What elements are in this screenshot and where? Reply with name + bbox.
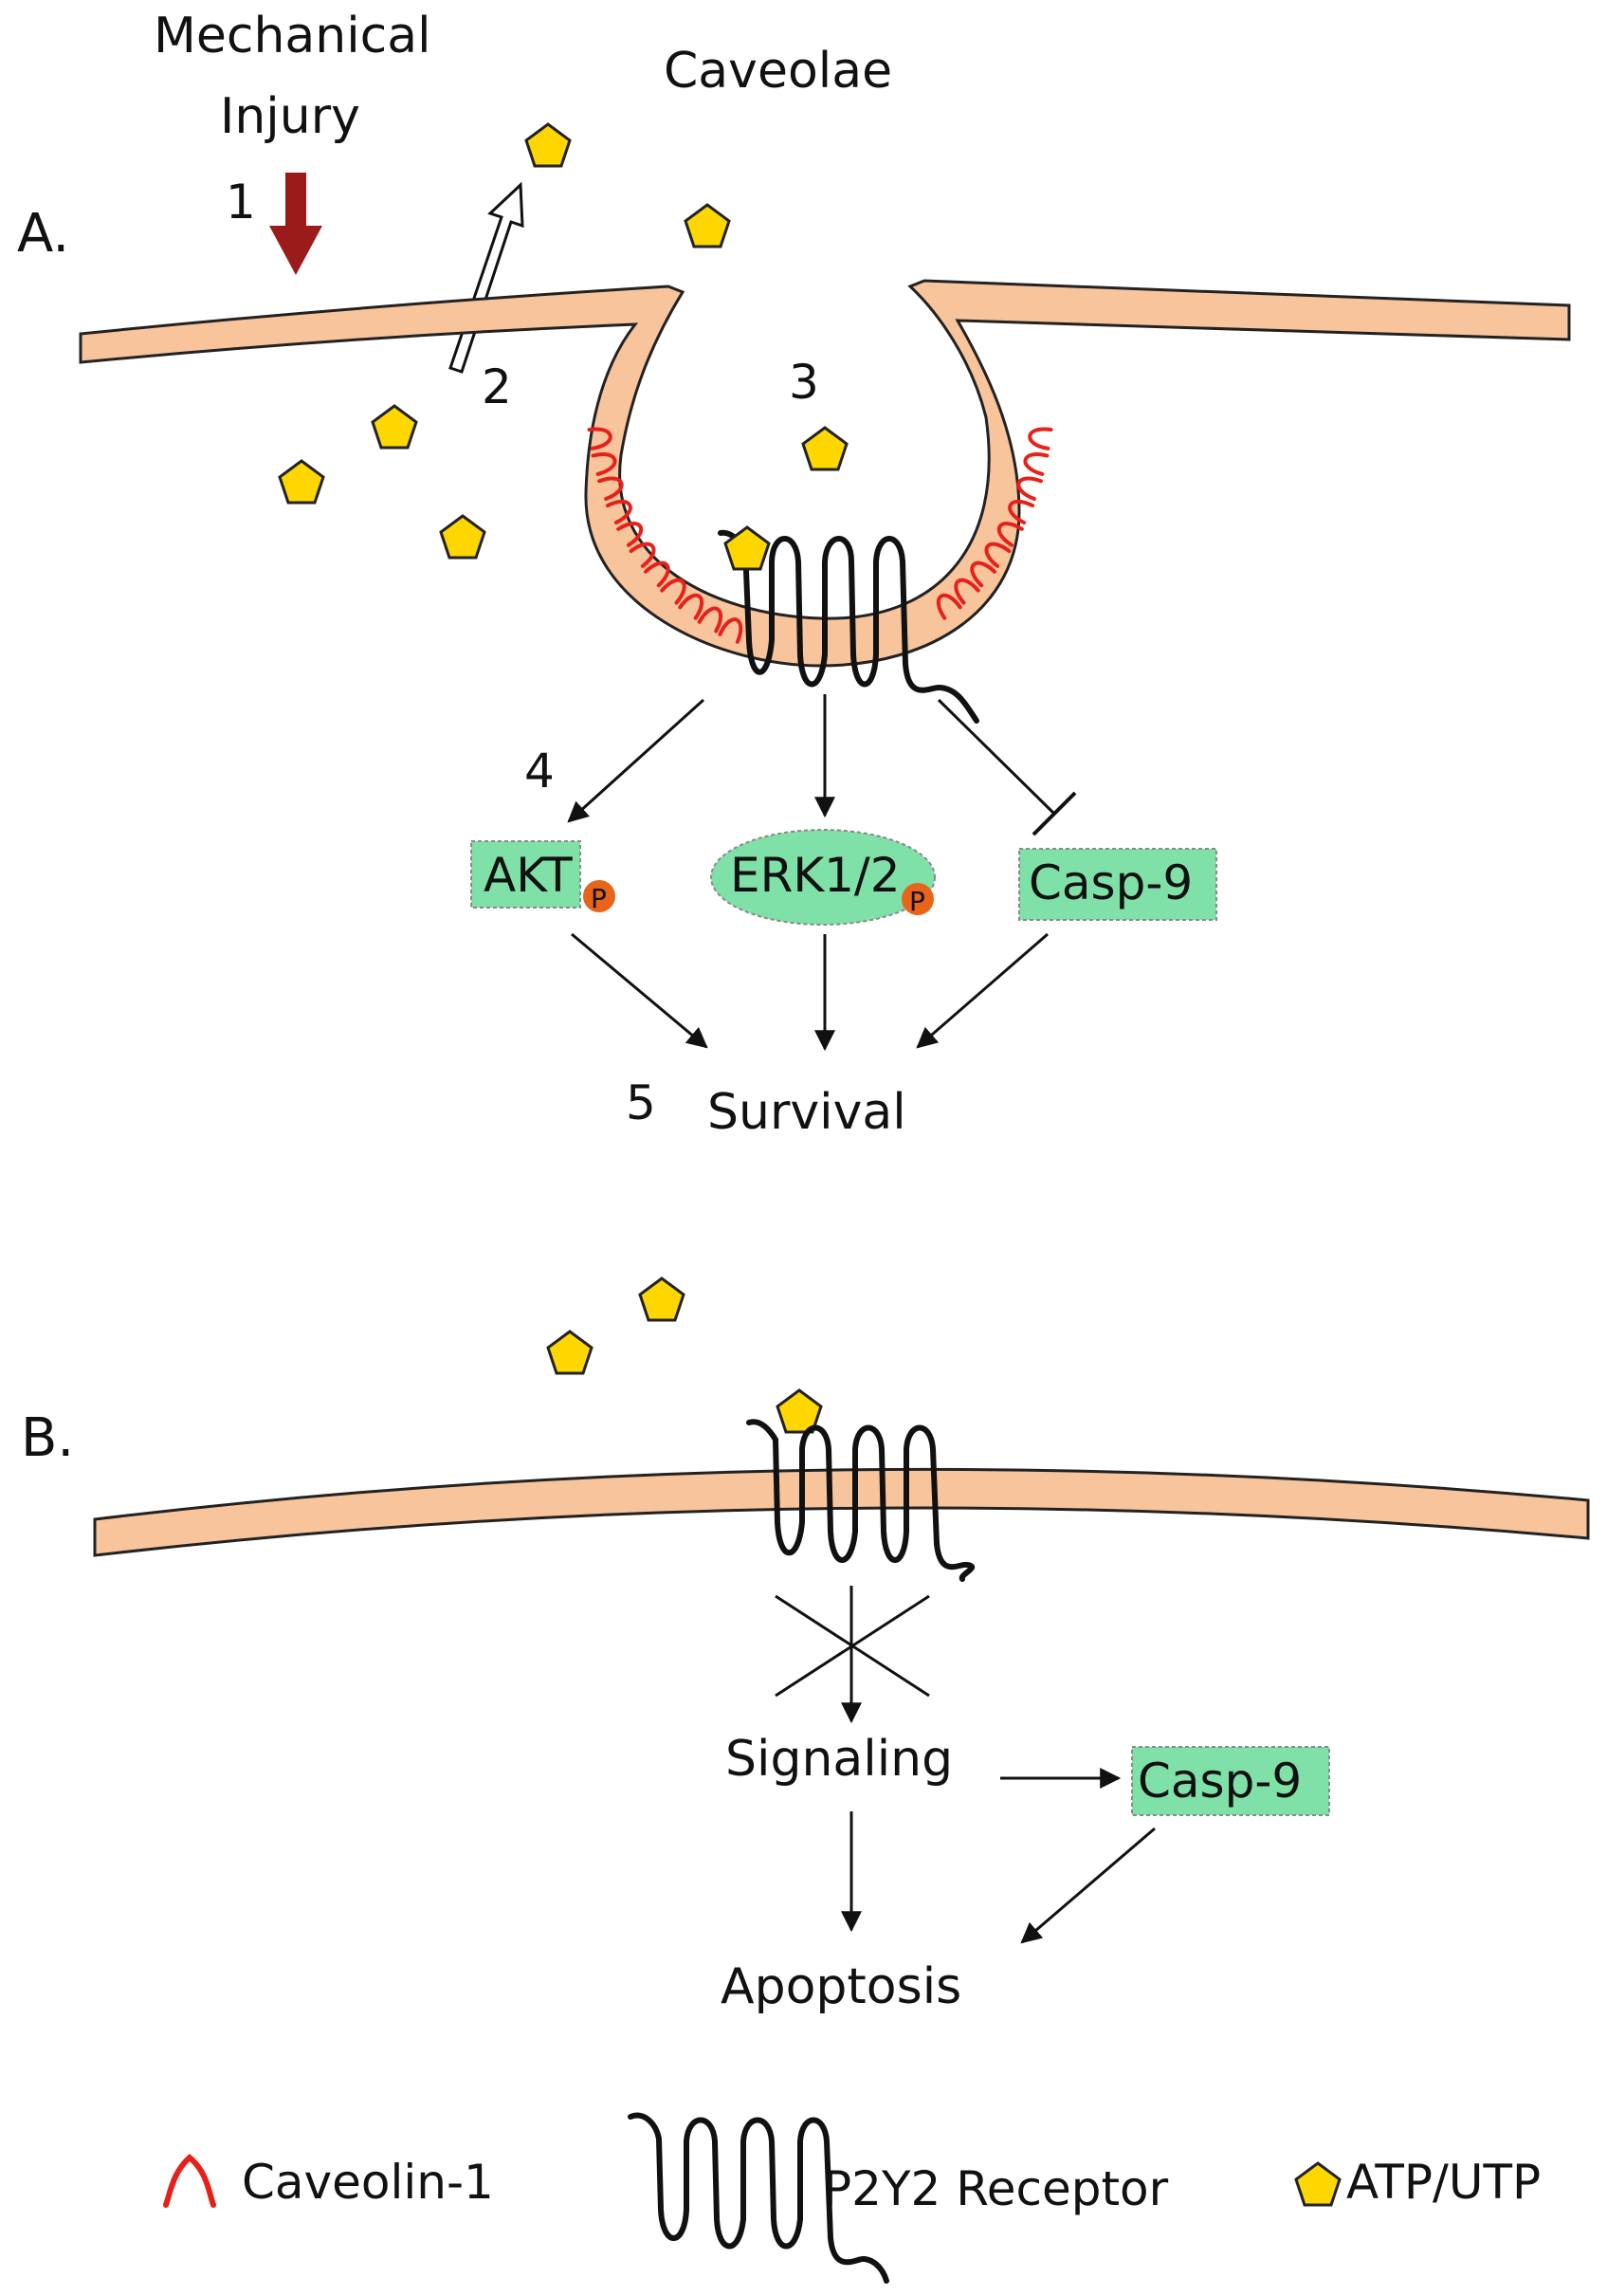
atp-molecule [278,459,325,505]
atp-molecule [546,1330,593,1375]
caveolin-legend-icon [163,2154,216,2208]
step-3-label: 3 [789,355,819,410]
p2y2-receptor-a [718,529,979,724]
caveolin-1-protein [1008,499,1034,525]
step-1-label: 1 [226,174,256,230]
caveolin-1-protein [644,560,670,588]
legend-atp-label: ATP/UTP [1346,2155,1541,2210]
casp9-node-a: Casp-9 [1018,848,1217,921]
caveolin-1-protein [629,542,656,568]
caveolin-1-protein [984,542,1012,568]
caveolin-1-protein [1023,452,1050,476]
caveolin-1-protein [718,617,743,644]
inhibit-casp9 [937,698,1077,836]
caveolin-1-protein [1028,427,1053,450]
phospho-badge [902,883,934,915]
atp-molecule [371,404,418,450]
injury-arrow [269,173,322,275]
caveolin-1-protein [591,452,617,476]
caveolin-1-protein [678,593,704,620]
arrow-to-akt [567,698,705,823]
casp9-node-b: Casp-9 [1131,1746,1330,1816]
step-5-label: 5 [626,1075,656,1130]
arrow-casp9-survival [916,932,1049,1049]
erk-label: ERK1/2 [730,848,901,903]
caveolin-1-protein [997,522,1024,547]
phospho-label: P [909,886,925,917]
erk-node: ERK1/2 P [710,829,936,926]
atp-legend-icon [1294,2161,1342,2207]
survival-label: Survival [707,1084,906,1141]
caveolin-1-protein [1016,476,1043,501]
caveolin-1-protein [697,606,723,634]
legend-receptor-label: P2Y2 Receptor [823,2161,1169,2216]
caveolin-1-protein [616,522,643,547]
injury-label-line1: Mechanical [154,8,431,64]
caveolin-1-protein [606,499,632,525]
step-4-label: 4 [524,744,555,799]
cell-membrane-a [79,279,1571,668]
signaling-label: Signaling [725,1731,953,1788]
caveolae-label: Caveolae [664,43,892,100]
caveolin-1-protein [587,427,612,450]
apoptosis-label: Apoptosis [721,1958,961,2015]
casp9-label-a: Casp-9 [1029,855,1193,910]
caveolin-1-protein [970,560,996,588]
receptor-legend-icon [628,2112,889,2284]
blocked-signal [775,1586,930,1724]
caveolin-1-protein [936,593,962,620]
caveolin-1-protein [660,578,686,605]
p2y2-receptor-b [746,1419,976,1582]
legend-caveolin-label: Caveolin-1 [242,2155,494,2210]
atp-molecule [684,203,731,248]
panel-b-label: B. [21,1407,74,1469]
caveolin-1-coat [587,427,1053,644]
panel-a-label: A. [17,203,69,265]
casp9-label-b: Casp-9 [1138,1754,1302,1809]
atp-release-arrow [448,181,524,374]
atp-molecule [439,514,486,560]
caveolin-1-protein [597,476,624,501]
caveolin-1-protein [954,578,980,605]
atp-molecule [524,122,572,168]
akt-node: AKT P [470,840,615,914]
phospho-badge [583,880,615,912]
arrow-akt-survival [571,932,708,1049]
phospho-label: P [591,883,607,914]
step-2-label: 2 [482,359,512,414]
legend: Caveolin-1 P2Y2 Receptor ATP/UTP [163,2112,1541,2284]
atp-molecule [801,426,849,471]
cell-membrane-b [93,1467,1590,1557]
arrow-casp9-apoptosis [1020,1827,1156,1944]
injury-label-line2: Injury [220,88,360,145]
atp-molecule [638,1277,685,1322]
akt-label: AKT [484,848,573,903]
